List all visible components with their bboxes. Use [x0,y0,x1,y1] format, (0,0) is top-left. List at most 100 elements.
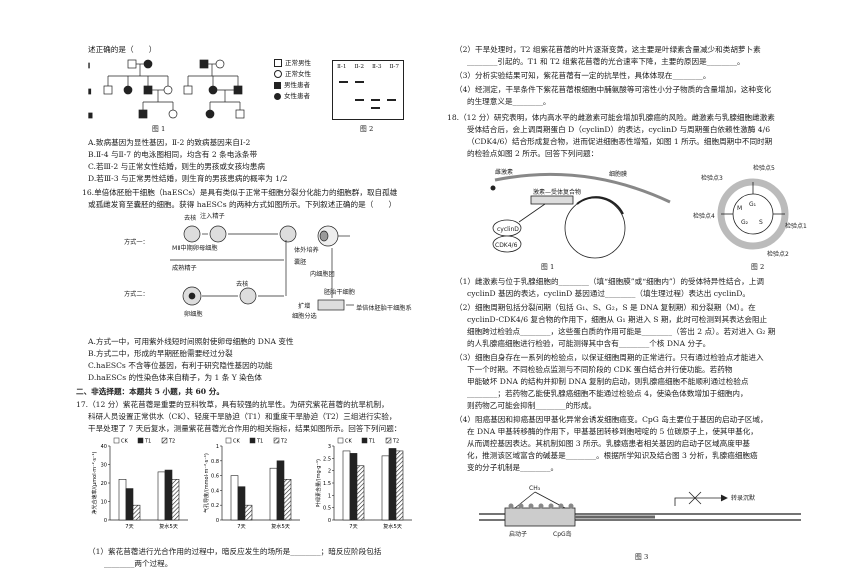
inner-mass-label: 内细胞团 [310,270,335,278]
methylation-figure: CH₃ 转录沉默 启动子 CpG岛 [479,485,801,538]
bar [349,453,358,521]
bar [244,504,253,521]
q18-item-1: （1）雌激素与位于乳腺细胞的________（填“细胞膜”或“细胞内”）的受体特… [455,277,764,286]
cyclind-label: cyclinD [497,226,519,233]
gel-band [371,107,380,109]
y-tick-label: 1 [216,444,219,450]
fig2-caption: 图 2 [360,125,374,133]
q18-item-8: 下一个时期。不同检验点监测与不同阶段的 CDK 蛋白结合并行使功能。若药物 [467,365,733,374]
gen-label-1: Ⅰ [88,62,90,70]
bar [283,478,292,521]
bar [125,488,134,521]
legend-normal-female: 正常女性 [274,69,311,80]
phase-g1: G₁ [749,201,757,208]
q16-option-c: C.haESCs 不含等位基因，有利于研究隐性基因的功能 [88,361,273,370]
y-tick-label: 2.5 [323,456,331,462]
y-tick-label: 0.4 [211,488,219,494]
y-tick-label: 1.5 [323,481,331,487]
bar [388,448,397,521]
legend-swatch [361,437,368,444]
q18-item-3: （2）细胞周期包括分裂间期（包括 G₁、S、G₂，S 是 DNA 复制期）和分裂… [455,303,756,312]
q18-item-14: 从而调控基因表达。其机制如图 3 所示。乳腺癌患者相关基因的启动子区域高度甲基 [467,439,751,448]
q18-item-7: （3）细胞自身存在一系列的检验点，以保证细胞周期的正常进行。只有通过检验点才能进… [455,353,764,362]
gel-band [371,99,380,101]
q18-item-5: 细胞跨过检验点________，这些蛋白质的作用可能是________（答出 2… [467,327,776,336]
bar [230,475,239,521]
y-tick-label: 0 [104,518,107,524]
bar [356,465,365,521]
checkpoint5-label: 检验点5 [753,164,775,172]
y-tick-label: 0.2 [211,503,219,509]
q17-q1-line1: （1）紫花苜蓿进行光合作用的过程中，暗反应发生的场所是________；暗反应阶… [88,547,382,556]
legend-swatch [273,437,280,444]
q17-q4-line2: 的生理意义是________。 [467,97,551,106]
q17-q2-line1: （2）干旱处理时，T2 组紫花苜蓿的叶片逐渐变黄，这主要是叶绿素含量减少和类胡萝… [455,45,761,54]
transcription-silenced-label: 转录沉默 [731,494,755,502]
legend-label: T1 [256,439,263,445]
legend-label: CK [121,439,128,445]
inject-sperm-label: 注入精子 [200,212,225,220]
receptor-complex-label: 激素—受体复合物 [533,188,581,196]
fig2-caption: 图 2 [751,263,765,271]
legend-swatch [137,437,144,444]
y-tick-label: 3 [328,444,331,450]
legend-label: T1 [144,439,151,445]
bar [395,450,404,521]
legend-swatch [113,437,120,444]
q18-stem-line3: （CDK4/6）结合形成复合物，进而促进细胞恶性增殖，如图 1 所示。细胞周期中… [467,137,773,146]
gel-band [339,81,348,83]
q17-q2-line2: ________引起的。T1 和 T2 组紫花苜蓿的光合速率下降，主要的原因是_… [467,57,745,66]
legend-affected-male: 男性患者 [274,80,311,91]
q18-item-12: （4）阻癌基因和抑癌基因甲基化异常会诱发细胞癌变。CpG 岛主要位于基因的启动子… [455,415,768,424]
q17-stem-line2: 科研人员设置正常供水（CK）、轻度干旱胁迫（T1）和重度干旱胁迫（T2）三组进行… [88,412,397,421]
checkpoint1-label: 检验点1 [785,222,807,230]
bar [164,469,173,521]
way1-label: 方式一： [124,238,149,246]
y-axis-label: 叶绿素含量/(mg·g⁻¹) [315,459,322,507]
legend-label: CK [345,439,352,445]
q18-item-9: 甲能破坏 DNA 的结构并抑制 DNA 复制的启动，则乳腺癌细胞不能顺利通过检验… [467,377,749,386]
gel-band [355,81,364,83]
bar [269,467,278,521]
legend-label: T2 [392,439,399,445]
x-tick-label: 复水5天 [383,522,402,530]
y-tick-label: 10 [101,500,107,506]
promoter-label: 启动子 [509,530,527,538]
y-axis-label: 净光合速率/(μmol·m⁻²·s⁻¹) [91,451,98,514]
q18-item-2: cyclinD 基因的表达，cyclinD 基因通过________（填生理过程… [467,289,750,298]
q16-option-a: A.方式一中，可用紫外线短时间照射使卵母细胞的 DNA 变性 [88,337,294,346]
checkpoint3-label: 检验点3 [701,174,723,182]
bar [132,504,141,521]
phase-m: M [737,205,742,212]
bar [342,450,351,521]
legend-label: CK [233,439,240,445]
haescs-diagram: 方式一： 方式二： 去核 注入精子 MⅡ中期卵母细胞 成熟精子 卵细胞 去核 体… [124,212,412,320]
enucleate-label: 去核 [184,214,196,222]
haploid-line-label: 单倍体胚胎干细胞系 [356,304,412,312]
bar [118,478,127,521]
legend-label: T2 [280,439,287,445]
legend-label: T2 [168,439,175,445]
mature-sperm-label: 成熟精子 [172,264,197,272]
q17-stem-line3: 干旱处理了 7 天后复水，测量紫花苜蓿光合作用的相关指标，结果如图所示。回答下列… [88,424,402,433]
pedigree-legend: 正常男性 正常女性 男性患者 女性患者 [274,58,311,102]
estrogen-label: 雌激素 [495,168,513,176]
phase-g2: G₂ [741,219,749,226]
q17-q4-line1: （4）经测定，干旱条件下紫花苜蓿根细胞中脯氨酸等可溶性小分子物质的含量增加，这种… [455,85,772,94]
gen-label-3: Ⅲ [88,112,93,120]
q18-item-15: 化，推测该区域富含的碱基是________。根据所学知识及结合图 3 分析，乳腺… [467,451,758,460]
left-column: 述正确的是（ ） Ⅰ Ⅱ Ⅲ [76,0,432,572]
q18-stem-line4: 的检验点如图 2 所示。回答下列问题： [467,149,599,158]
bar [381,455,390,521]
sort-label: 细胞分选 [292,312,317,320]
q18-item-13: 在 DNA 甲基转移酶的作用下，甲基基团转移到胞嘧啶的 5 位碳原子上，使其甲基… [467,427,758,436]
legend-normal-male: 正常男性 [274,58,311,69]
membrane-label: 细胞膜 [609,170,627,178]
q16-stem-line1: 16.单倍体胚胎干细胞（haESCs）是具有类似于正常干细胞分裂分化能力的细胞群… [82,188,398,197]
q16-option-d: D.haESCs 的性染色体来自精子，为 1 条 Y 染色体 [88,373,262,382]
legend-label: T1 [368,439,375,445]
y-tick-label: 0 [328,518,331,524]
fig1-caption: 图 1 [152,125,166,133]
legend-swatch [337,437,344,444]
